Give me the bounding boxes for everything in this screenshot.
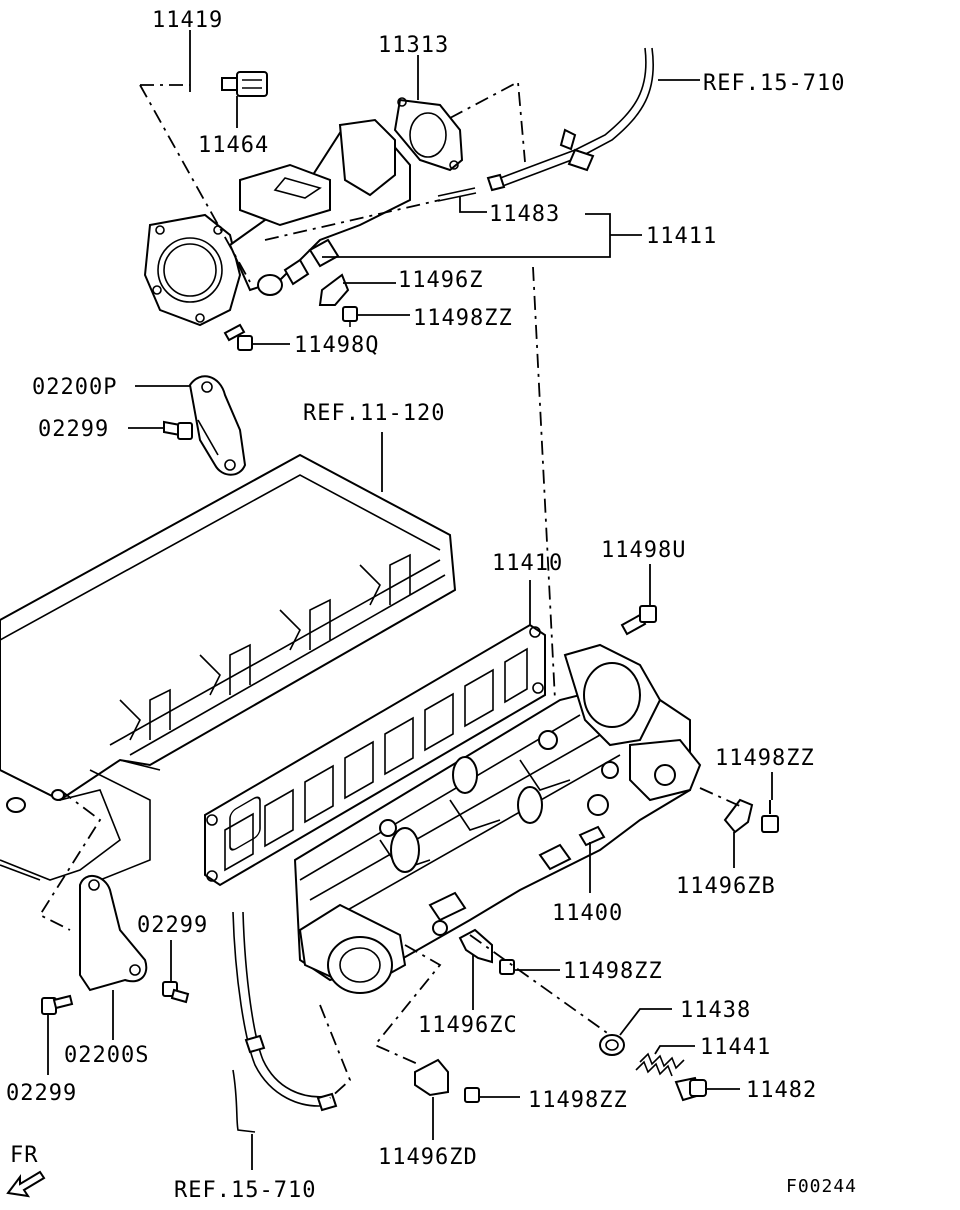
- label-11483: 11483: [489, 202, 560, 227]
- bolt-11498u: [620, 605, 657, 636]
- label-02200p: 02200P: [32, 375, 117, 400]
- bracket-02200s: [79, 875, 148, 992]
- label-11498zz-d: 11498ZZ: [528, 1088, 628, 1113]
- part-labels: 11419 11464 11313 REF.15-710 11483 11411…: [6, 8, 857, 1203]
- bracket-11496zb: [723, 798, 754, 834]
- label-11496z: 11496Z: [398, 268, 483, 293]
- label-11482: 11482: [746, 1078, 817, 1103]
- label-11419: 11419: [152, 8, 223, 33]
- egr-pipe-top: [486, 47, 654, 192]
- spring-11441: [635, 1052, 685, 1077]
- figure-code: F00244: [786, 1176, 857, 1197]
- bolt-11498zz-bottom: [464, 1087, 480, 1103]
- temperature-sensor: [221, 71, 268, 97]
- intake-manifold: [293, 643, 702, 994]
- stud-11483: [437, 187, 477, 202]
- label-11498u: 11498U: [601, 538, 686, 563]
- seal-11438: [599, 1034, 625, 1056]
- label-11496zb: 11496ZB: [676, 874, 776, 899]
- label-11400: 11400: [552, 901, 623, 926]
- bracket-02200p: [188, 375, 247, 476]
- bolt-11498zz-right: [761, 800, 779, 833]
- label-11496zc: 11496ZC: [418, 1013, 518, 1038]
- cap-11482: [674, 1076, 707, 1102]
- dashed-lines: [38, 80, 741, 1099]
- bracket-11496zd: [414, 1058, 449, 1097]
- label-02299-c: 02299: [6, 1081, 77, 1106]
- label-ref-11-120: REF.11-120: [303, 401, 445, 426]
- label-02299-b: 02299: [137, 913, 208, 938]
- egr-pipe-bottom: [232, 911, 338, 1133]
- bolt-11498zz-mid: [499, 959, 515, 975]
- bolt-11498q: [223, 323, 253, 351]
- label-02200s: 02200S: [64, 1043, 149, 1068]
- bolt-02299-b: [162, 981, 190, 1004]
- label-11411: 11411: [646, 224, 717, 249]
- label-11464: 11464: [198, 133, 269, 158]
- label-11496zd: 11496ZD: [378, 1145, 478, 1170]
- direction-label: FR: [10, 1143, 39, 1168]
- label-11498zz-c: 11498ZZ: [563, 959, 663, 984]
- bolt-02299-c: [41, 994, 74, 1015]
- bracket-11496zc: [458, 928, 493, 964]
- cylinder-head: [0, 453, 457, 881]
- label-11441: 11441: [700, 1035, 771, 1060]
- label-ref-15-710-bottom: REF.15-710: [174, 1178, 316, 1203]
- bolt-02299-a: [163, 420, 193, 440]
- label-ref-15-710-top: REF.15-710: [703, 71, 845, 96]
- egr-gasket: [393, 97, 464, 172]
- label-11313: 11313: [378, 33, 449, 58]
- egr-body: [143, 118, 411, 327]
- label-11498zz-a: 11498ZZ: [413, 306, 513, 331]
- label-11438: 11438: [680, 998, 751, 1023]
- label-11410: 11410: [492, 551, 563, 576]
- bracket-11496z: [318, 273, 350, 306]
- label-11498q: 11498Q: [294, 333, 379, 358]
- front-arrow-icon: [6, 1170, 46, 1198]
- label-02299-a: 02299: [38, 417, 109, 442]
- label-11498zz-b: 11498ZZ: [715, 746, 815, 771]
- leader-lines: [47, 30, 773, 1170]
- bolt-11498zz-top: [342, 306, 358, 327]
